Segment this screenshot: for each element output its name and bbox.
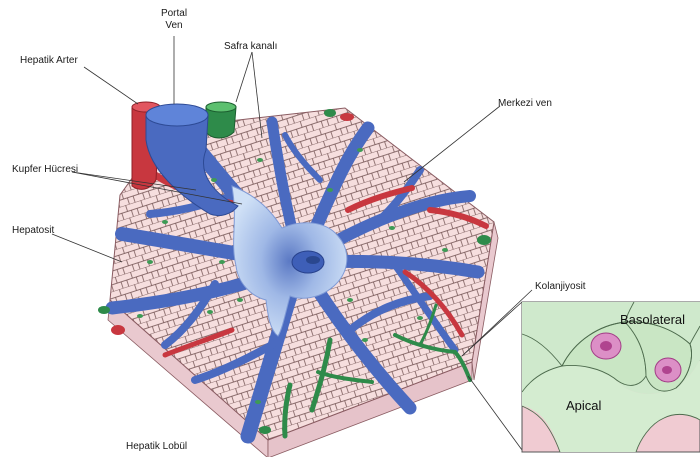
safra-kanali-label: Safra kanalı [224,41,277,53]
basolateral-label: Basolateral [620,314,685,326]
hepatik-arter-label: Hepatik Arter [20,55,78,67]
kupfer-hucresi-label: Kupfer Hücresi [12,164,78,176]
merkezi-ven-label: Merkezi ven [498,98,552,110]
portal-ven-line2: Ven [158,20,190,32]
hepatosit-label: Hepatosit [12,225,54,237]
portal-ven-line1: Portal [158,8,190,20]
apical-label: Apical [566,400,601,412]
hepatik-lobul-label: Hepatik Lobül [126,441,187,453]
portal-ven-label: Portal Ven [158,8,190,32]
kolanjiyosit-label: Kolanjiyosit [535,281,586,293]
